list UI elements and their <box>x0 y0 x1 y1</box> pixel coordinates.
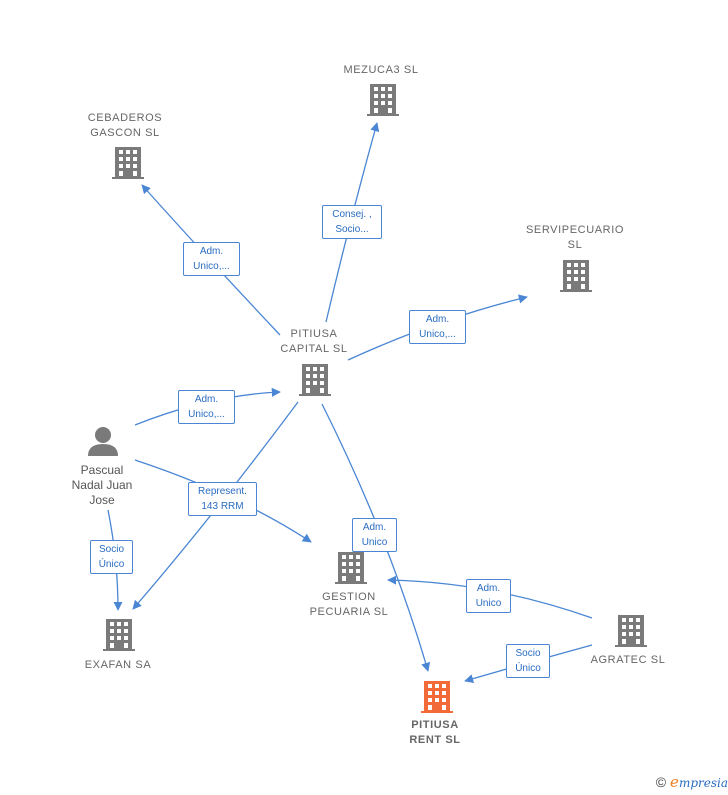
node-gestion[interactable]: GESTION PECUARIA SL <box>310 590 389 620</box>
node-pascual[interactable]: Pascual Nadal Juan Jose <box>72 463 133 508</box>
copyright-brand: ©empresia <box>656 773 728 791</box>
building-icon-cebaderos <box>112 147 144 179</box>
node-label: EXAFAN SA <box>84 659 152 671</box>
node-pitiusa-capital[interactable]: PITIUSA CAPITAL SL <box>280 327 347 357</box>
brand-e: e <box>670 773 679 791</box>
node-label: GESTION PECUARIA SL <box>309 591 389 618</box>
node-exafan[interactable]: EXAFAN SA <box>85 658 152 673</box>
person-label: Pascual Nadal Juan Jose <box>71 463 133 507</box>
person-icon-pascual <box>88 427 118 456</box>
node-servipecuario[interactable]: SERVIPECUARIO SL <box>526 223 624 253</box>
node-label: PITIUSA CAPITAL SL <box>280 328 348 355</box>
edge-label-represent[interactable]: Represent. 143 RRM <box>188 482 257 516</box>
building-icon-pitiusa-capital <box>299 364 331 396</box>
edge-label-adm-gestion[interactable]: Adm. Unico <box>466 579 511 613</box>
node-label: CEBADEROS GASCON SL <box>87 112 163 139</box>
node-cebaderos[interactable]: CEBADEROS GASCON SL <box>88 111 162 141</box>
node-label: MEZUCA3 SL <box>343 64 419 76</box>
edge-label-consej[interactable]: Consej. , Socio... <box>322 205 382 239</box>
building-icon-gestion <box>335 552 367 584</box>
edge-label-adm-servipecuario[interactable]: Adm. Unico,... <box>409 310 466 344</box>
node-label: AGRATEC SL <box>590 654 666 666</box>
copyright-icon: © <box>655 774 667 790</box>
edge-label-adm-capital[interactable]: Adm. Unico,... <box>178 390 235 424</box>
building-icon-mezuca3 <box>367 84 399 116</box>
node-label: SERVIPECUARIO SL <box>525 224 625 251</box>
node-agratec[interactable]: AGRATEC SL <box>591 653 666 668</box>
node-pitiusa-rent[interactable]: PITIUSA RENT SL <box>409 718 460 748</box>
brand-name: mpresia <box>678 776 728 790</box>
building-icon-servipecuario <box>560 260 592 292</box>
node-label: PITIUSA RENT SL <box>409 719 461 746</box>
edge-label-adm-rent[interactable]: Adm. Unico <box>352 518 397 552</box>
building-icon-pitiusa-rent <box>421 681 453 713</box>
node-mezuca3[interactable]: MEZUCA3 SL <box>343 63 418 78</box>
building-icon-agratec <box>615 615 647 647</box>
edge-label-adm-cebaderos[interactable]: Adm. Unico,... <box>183 242 240 276</box>
edge-label-socio-exafan[interactable]: Socio Único <box>90 540 133 574</box>
building-icon-exafan <box>103 619 135 651</box>
edge-label-socio-rent[interactable]: Socio Único <box>506 644 550 678</box>
